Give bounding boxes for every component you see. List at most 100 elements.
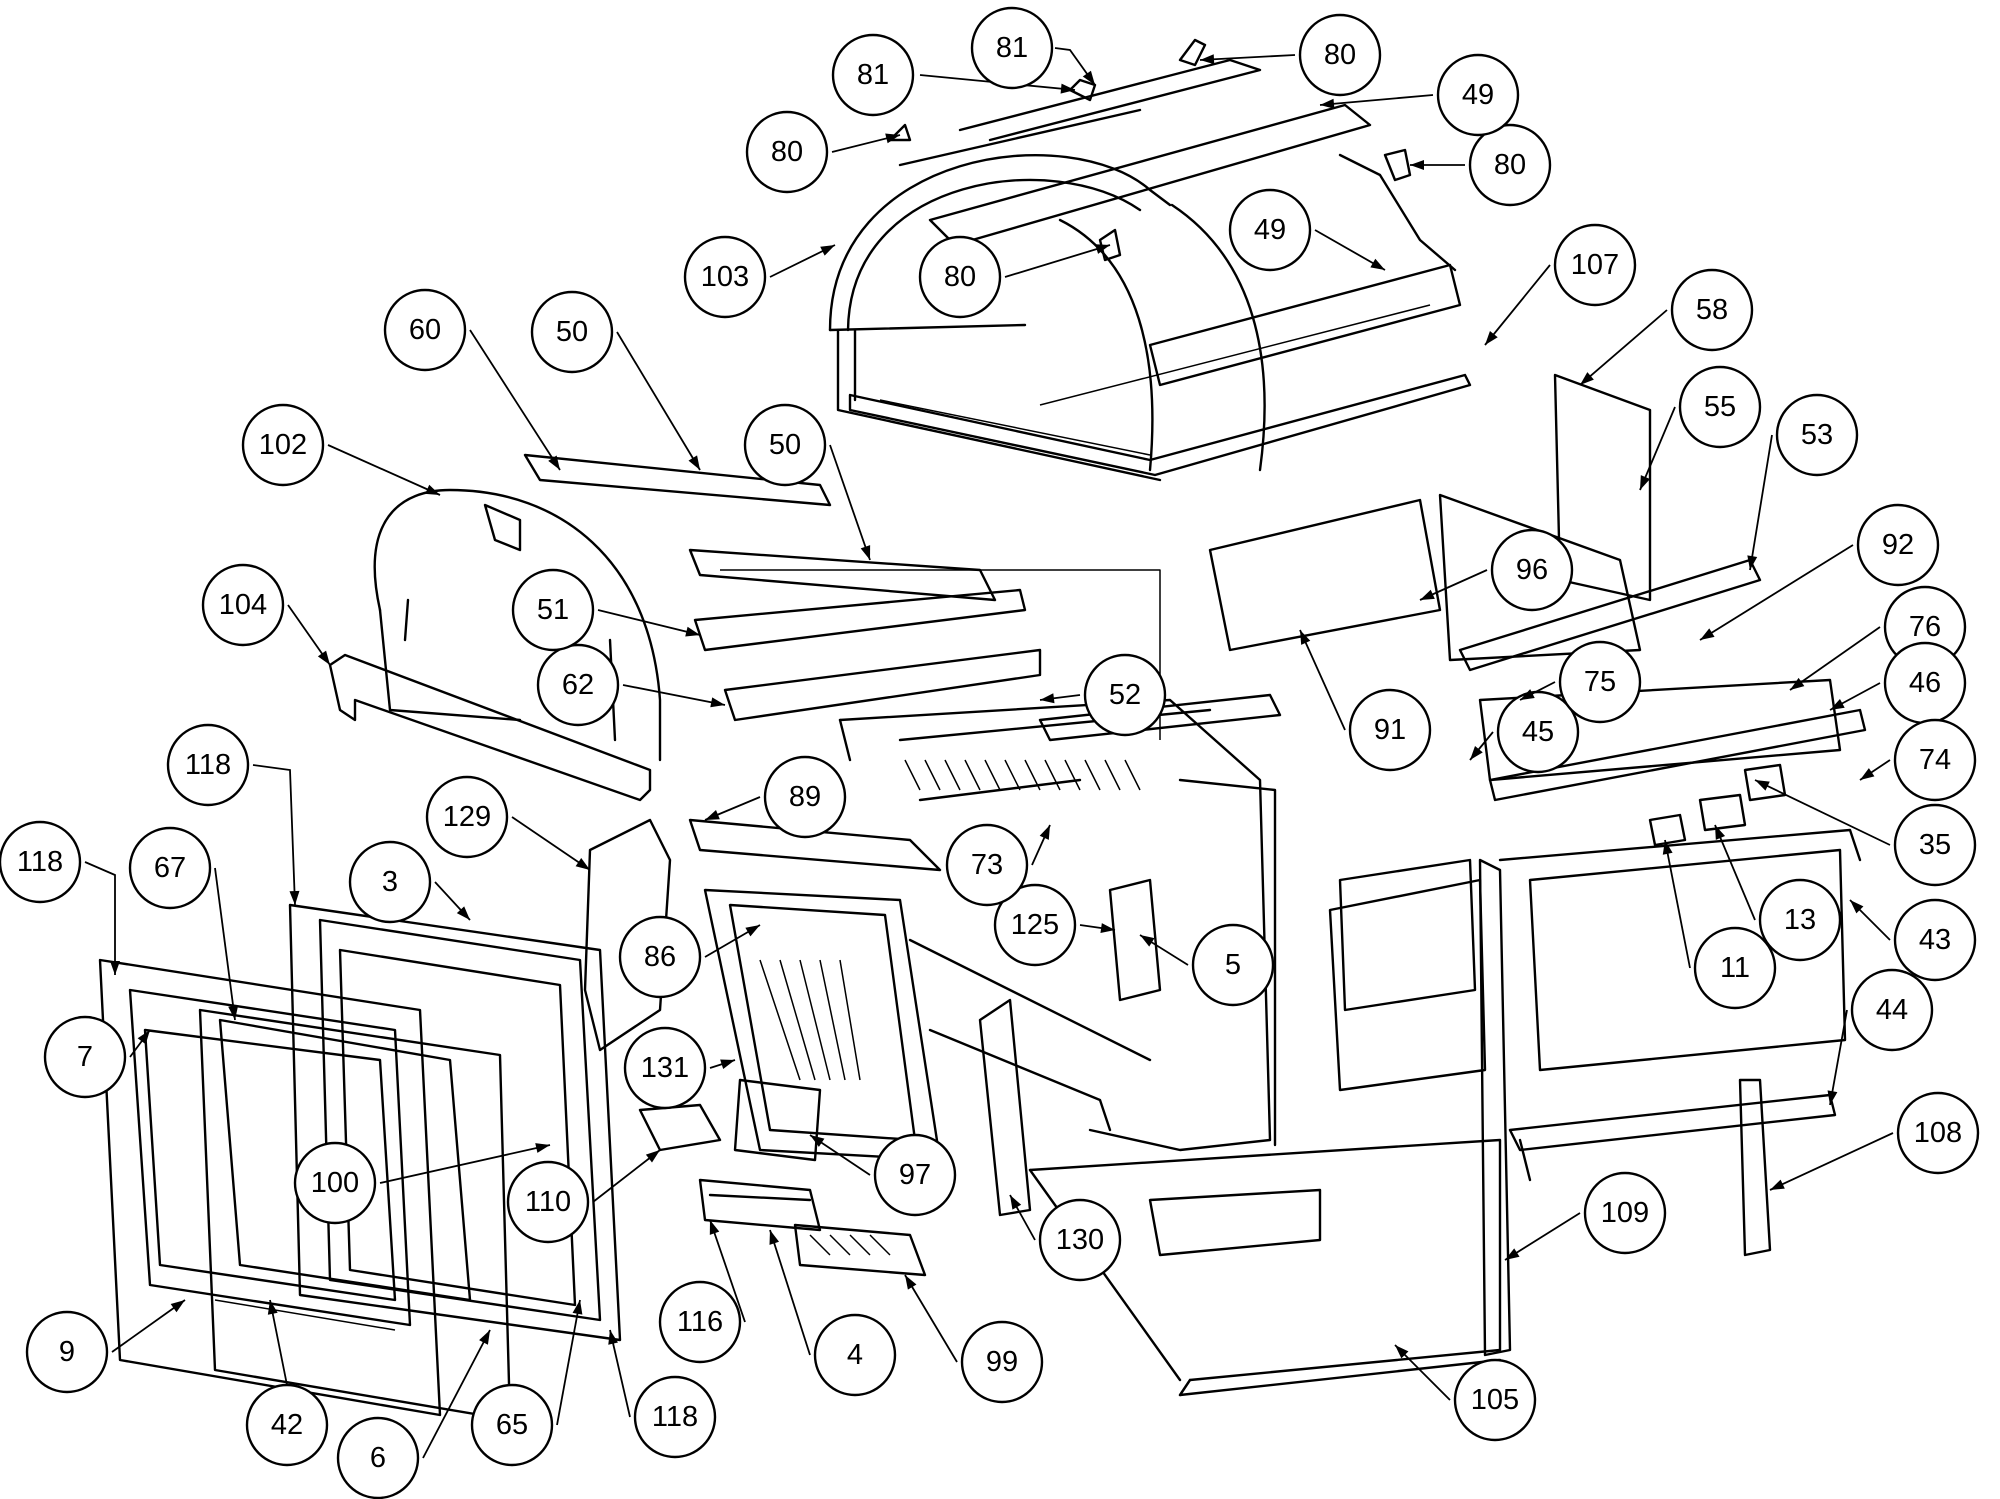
leader-arrowhead <box>1010 1195 1022 1210</box>
right-side-assembly <box>1328 828 1862 1357</box>
leader-arrowhead <box>608 1330 619 1345</box>
callout-circle <box>0 820 82 904</box>
callout-49b: 49 <box>1228 188 1386 272</box>
leader-arrowhead <box>1370 258 1385 270</box>
callout-91: 91 <box>1299 629 1432 772</box>
callout-110: 110 <box>506 1149 661 1244</box>
callout-label: 92 <box>1882 529 1914 561</box>
callout-circle <box>511 568 595 652</box>
callout-circle <box>1670 268 1754 352</box>
callout-circle <box>245 1383 329 1467</box>
callout-circle <box>970 6 1054 90</box>
leader-arrowhead <box>572 1300 583 1315</box>
callout-circle <box>1038 1198 1122 1282</box>
callout-label: 96 <box>1516 554 1548 586</box>
callout-circle <box>1496 690 1580 774</box>
callout-label: 46 <box>1909 667 1941 699</box>
ash-pan-assembly <box>638 1078 927 1277</box>
callout-92: 92 <box>1699 503 1940 641</box>
leader-line <box>422 1329 491 1459</box>
callout-circle <box>25 1310 109 1394</box>
callout-105: 105 <box>1394 1344 1537 1442</box>
callout-label: 107 <box>1571 249 1619 281</box>
leader-line <box>1484 264 1551 346</box>
callout-75: 75 <box>1519 640 1642 724</box>
callout-circle <box>1558 640 1642 724</box>
leader-arrowhead <box>745 925 760 937</box>
callout-label: 9 <box>59 1336 75 1368</box>
leader-arrowhead <box>710 697 725 708</box>
callout-label: 6 <box>370 1442 386 1474</box>
leader-line <box>556 1299 581 1426</box>
callout-11: 11 <box>1662 839 1777 1010</box>
callout-circle <box>506 1160 590 1244</box>
rail-51 <box>693 588 1027 652</box>
callout-42: 42 <box>245 1299 329 1467</box>
leader-arrowhead <box>1770 1179 1785 1190</box>
callout-circle <box>1775 393 1859 477</box>
callout-circle <box>745 110 829 194</box>
callout-102: 102 <box>241 403 441 496</box>
callout-51: 51 <box>511 568 701 652</box>
callout-label: 89 <box>789 781 821 813</box>
leader-arrowhead <box>1140 935 1155 947</box>
callout-circle <box>1228 188 1312 272</box>
leader-arrowhead <box>548 455 560 470</box>
deflector-60 <box>523 453 832 507</box>
callout-35: 35 <box>1754 779 1977 887</box>
leader-line <box>1829 1009 1848 1106</box>
callout-circle <box>658 1280 742 1364</box>
callout-label: 60 <box>409 314 441 346</box>
callout-label: 110 <box>525 1186 571 1218</box>
callout-97: 97 <box>809 1133 957 1217</box>
leader-arrowhead <box>1850 900 1864 914</box>
callout-label: 53 <box>1801 419 1833 451</box>
callout-13: 13 <box>1714 824 1842 962</box>
callout-7: 7 <box>43 1015 151 1099</box>
callout-label: 131 <box>641 1052 689 1084</box>
callout-label: 102 <box>259 429 307 461</box>
callout-80d: 80 <box>918 235 1111 319</box>
leader-line <box>1004 244 1111 278</box>
callout-label: 118 <box>652 1401 698 1433</box>
leader-line <box>327 444 441 496</box>
leader-arrowhead <box>1640 475 1651 490</box>
leader-line <box>616 331 701 471</box>
leader-arrowhead <box>1395 1345 1409 1359</box>
leader-arrowhead <box>1100 923 1115 933</box>
leader-line <box>1054 47 1096 86</box>
bracket-52 <box>1038 693 1282 742</box>
callout-circle <box>1583 1171 1667 1255</box>
leader-line <box>469 329 561 471</box>
leader-arrowhead <box>1860 768 1875 780</box>
callout-label: 81 <box>996 32 1028 64</box>
callout-circle <box>293 1141 377 1225</box>
callout-103: 103 <box>683 235 836 319</box>
callout-49a: 49 <box>1319 53 1520 137</box>
leader-arrowhead <box>1485 330 1498 345</box>
leader-line <box>379 1144 551 1184</box>
callout-81b: 81 <box>970 6 1096 90</box>
callout-label: 35 <box>1919 829 1951 861</box>
callout-45: 45 <box>1469 690 1580 774</box>
leader-arrowhead <box>456 906 470 920</box>
callout-label: 76 <box>1909 611 1941 643</box>
callout-circle <box>1893 718 1977 802</box>
callout-label: 52 <box>1109 679 1141 711</box>
leader-arrowhead <box>267 1300 278 1315</box>
callout-109: 109 <box>1504 1171 1667 1261</box>
callout-81a: 81 <box>831 33 1076 117</box>
leader-arrowhead <box>1830 698 1845 710</box>
callout-62: 62 <box>536 643 726 727</box>
callout-label: 7 <box>77 1041 93 1073</box>
callout-label: 125 <box>1011 909 1059 941</box>
leader-line <box>592 1149 661 1203</box>
callout-circle <box>1893 898 1977 982</box>
callout-circle <box>618 915 702 999</box>
leader-line <box>252 764 296 906</box>
leader-arrowhead <box>1320 98 1335 109</box>
callout-label: 75 <box>1584 666 1616 698</box>
callout-label: 13 <box>1784 904 1816 936</box>
leader-arrowhead <box>1580 372 1594 385</box>
callout-circle <box>128 826 212 910</box>
